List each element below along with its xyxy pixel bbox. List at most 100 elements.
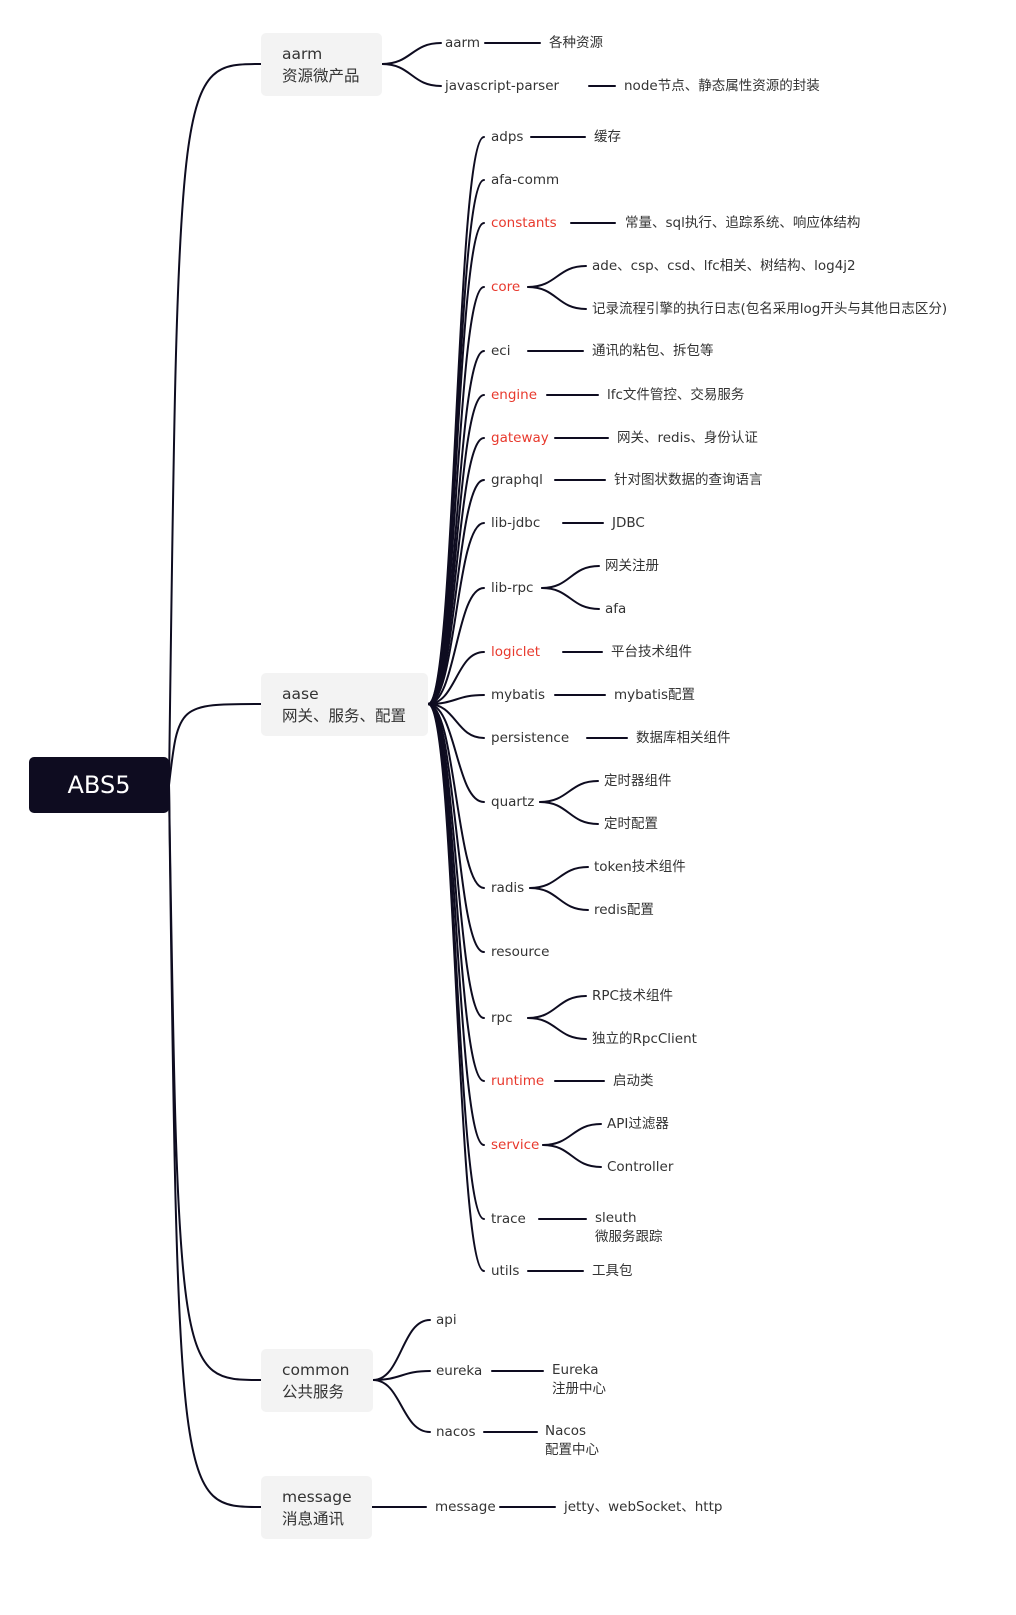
aase-node-radis[interactable]: radis [491,880,525,896]
aase-node-logiclet[interactable]: logiclet [491,644,541,660]
link-aase-lib-rpc-desc-1 [541,587,600,610]
aase-desc-constants[interactable]: 常量、sql执行、追踪系统、响应体结构 [625,215,861,231]
aase-node-lib-rpc[interactable]: lib-rpc [491,580,534,596]
aase-node-gateway[interactable]: gateway [491,430,549,446]
aase-node-persistence[interactable]: persistence [491,730,570,746]
branch-aase-title: aase [282,684,319,703]
aase-desc-core-1[interactable]: 记录流程引擎的执行日志(包名采用log开头与其他日志区分) [592,301,948,317]
link-common-eureka [372,1370,431,1381]
common-desc-nacos-line: Nacos [545,1423,587,1439]
aase-node-engine[interactable]: engine [491,387,538,403]
root-node[interactable]: ABS5 [29,757,169,813]
link-aase-trace [427,703,485,1220]
aase-node-graphql[interactable]: graphql [491,472,543,488]
branch-message-subtitle: 消息通讯 [282,1509,345,1528]
link-aase-logiclet [427,651,485,705]
link-aase-service [427,703,485,1146]
common-node-eureka[interactable]: eureka [436,1363,483,1379]
aase-desc-adps[interactable]: 缓存 [594,129,621,145]
common-node-nacos[interactable]: nacos [436,1424,476,1440]
aarm-node-javascript-parser[interactable]: javascript-parser [445,78,560,94]
aase-desc-lib-jdbc[interactable]: JDBC [612,515,645,531]
message-node-message[interactable]: message [435,1499,496,1515]
common-desc-eureka[interactable]: Eureka 注册中心 [552,1361,606,1399]
aase-node-mybatis[interactable]: mybatis [491,687,546,703]
common-desc-nacos[interactable]: Nacos 配置中心 [545,1422,599,1460]
common-desc-eureka-line: 注册中心 [552,1381,606,1397]
branch-aase[interactable]: aase 网关、服务、配置 [261,673,428,736]
link-aase-quartz-desc-1 [539,801,599,825]
aarm-desc-0-0[interactable]: 各种资源 [549,35,603,51]
aase-desc-quartz-1[interactable]: 定时配置 [604,816,658,832]
link-aase-runtime [427,703,485,1082]
link-aase-utils [427,703,485,1272]
aase-node-quartz[interactable]: quartz [491,794,535,810]
link-common-api [372,1319,431,1381]
aase-node-afa-comm[interactable]: afa-comm [491,172,560,188]
link-aase-core [427,286,485,705]
link-aase-radis-desc-1 [529,887,589,911]
aase-desc-radis-1[interactable]: redis配置 [594,902,654,918]
aase-node-core[interactable]: core [491,279,521,295]
branch-common[interactable]: common 公共服务 [261,1349,373,1412]
common-desc-eureka-line: Eureka [552,1362,599,1378]
aase-desc-utils[interactable]: 工具包 [592,1263,633,1279]
branch-aase-subtitle: 网关、服务、配置 [282,706,407,725]
aase-desc-service-0[interactable]: API过滤器 [607,1116,669,1132]
link-root-message [168,784,262,1508]
aase-desc-core-0[interactable]: ade、csp、csd、lfc相关、树结构、log4j2 [592,258,856,274]
link-aase-quartz-desc-0 [539,780,599,803]
aase-desc-gateway[interactable]: 网关、redis、身份认证 [617,430,758,446]
aase-node-trace[interactable]: trace [491,1211,526,1227]
aase-desc-lib-rpc-1[interactable]: afa [605,601,627,617]
aase-desc-persistence[interactable]: 数据库相关组件 [636,730,731,746]
aase-node-service[interactable]: service [491,1137,540,1153]
link-root-common [168,784,262,1381]
common-node-api[interactable]: api [436,1312,457,1328]
link-aarm-0 [381,42,442,65]
link-aase-core-desc-0 [527,265,587,288]
branch-aarm-subtitle: 资源微产品 [282,66,360,85]
aarm-desc-1-0[interactable]: node节点、静态属性资源的封装 [624,78,820,94]
branch-common-title: common [282,1360,350,1379]
aase-desc-graphql[interactable]: 针对图状数据的查询语言 [614,472,763,488]
aase-node-rpc[interactable]: rpc [491,1010,513,1026]
aase-node-resource[interactable]: resource [491,944,550,960]
aase-node-constants[interactable]: constants [491,215,557,231]
aase-desc-eci[interactable]: 通讯的粘包、拆包等 [592,343,714,359]
aase-node-adps[interactable]: adps [491,129,524,145]
branch-common-subtitle: 公共服务 [282,1382,345,1401]
aase-desc-engine[interactable]: lfc文件管控、交易服务 [607,387,745,403]
link-aase-mybatis [427,694,485,705]
aase-desc-lib-rpc-0[interactable]: 网关注册 [605,558,659,574]
aase-desc-rpc-1[interactable]: 独立的RpcClient [592,1031,697,1047]
link-aase-lib-jdbc [427,522,485,705]
aase-node-lib-jdbc[interactable]: lib-jdbc [491,515,541,531]
branch-aarm[interactable]: aarm 资源微产品 [261,33,382,96]
link-aase-core-desc-1 [527,286,587,310]
aase-desc-trace-line: sleuth [595,1210,637,1226]
aase-desc-service-1[interactable]: Controller [607,1159,674,1175]
link-aase-persistence [427,703,485,739]
message-desc-0[interactable]: jetty、webSocket、http [564,1499,723,1515]
aase-desc-trace[interactable]: sleuth 微服务跟踪 [595,1209,663,1247]
aarm-node-aarm[interactable]: aarm [445,35,481,51]
link-root-aarm [168,63,262,786]
aase-node-runtime[interactable]: runtime [491,1073,545,1089]
aase-node-eci[interactable]: eci [491,343,511,359]
branch-message[interactable]: message 消息通讯 [261,1476,372,1539]
aase-desc-rpc-0[interactable]: RPC技术组件 [592,988,673,1004]
link-aase-lib-rpc [427,587,485,705]
aase-desc-runtime[interactable]: 启动类 [613,1073,654,1089]
link-aarm-1 [381,63,442,87]
link-aase-radis-desc-0 [529,866,589,889]
link-aase-constants [427,222,485,705]
aase-desc-logiclet[interactable]: 平台技术组件 [611,644,692,660]
aase-desc-mybatis[interactable]: mybatis配置 [614,687,696,703]
aase-node-utils[interactable]: utils [491,1263,520,1279]
aase-desc-trace-line: 微服务跟踪 [595,1229,663,1245]
aase-desc-quartz-0[interactable]: 定时器组件 [604,773,672,789]
aase-desc-radis-0[interactable]: token技术组件 [594,859,686,875]
common-desc-nacos-line: 配置中心 [545,1442,599,1458]
